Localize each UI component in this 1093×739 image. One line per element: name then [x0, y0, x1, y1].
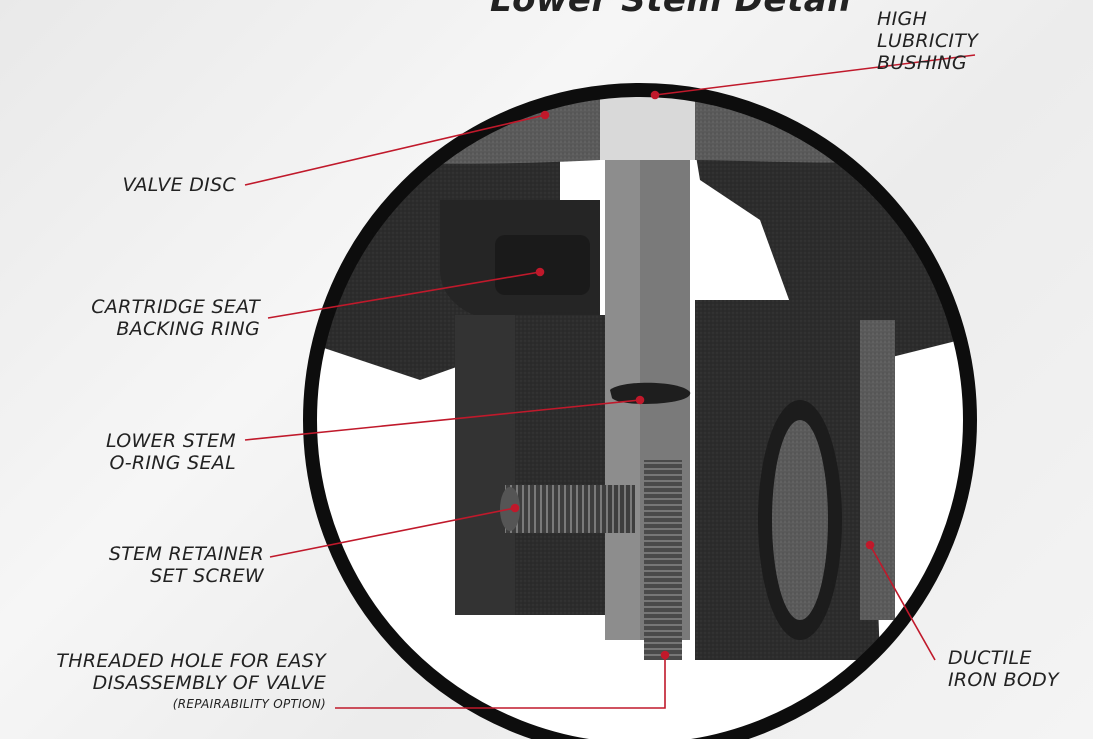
label-iron-body: DUCTILE IRON BODY	[948, 647, 1059, 691]
leader-threaded-hole	[335, 655, 666, 709]
leader-valve-disc	[244, 114, 546, 186]
o-ring	[610, 382, 691, 404]
detail-view	[310, 90, 970, 739]
leader-lines	[244, 54, 976, 709]
leader-backing-ring	[267, 271, 541, 319]
threaded-hole	[644, 460, 682, 660]
leader-oring	[244, 399, 641, 441]
label-backing-ring: CARTRIDGE SEAT BACKING RING	[91, 296, 260, 340]
diagram-title: Lower Stem Detail	[490, 0, 852, 20]
leader-bushing	[654, 54, 976, 96]
leader-iron-body	[869, 544, 936, 661]
label-set-screw: STEM RETAINER SET SCREW	[108, 543, 264, 587]
leader-set-screw	[269, 507, 516, 558]
label-valve-disc: VALVE DISC	[122, 174, 236, 196]
label-bushing: HIGH LUBRICITY BUSHING	[877, 8, 979, 74]
label-repairability: (REPAIRABILITY OPTION)	[172, 697, 326, 711]
set-screw	[505, 485, 635, 533]
bushing	[600, 90, 695, 160]
label-oring: LOWER STEM O-RING SEAL	[105, 430, 236, 474]
detail-rim	[303, 83, 977, 739]
label-threaded-hole: THREADED HOLE FOR EASY DISASSEMBLY OF VA…	[0, 650, 326, 711]
